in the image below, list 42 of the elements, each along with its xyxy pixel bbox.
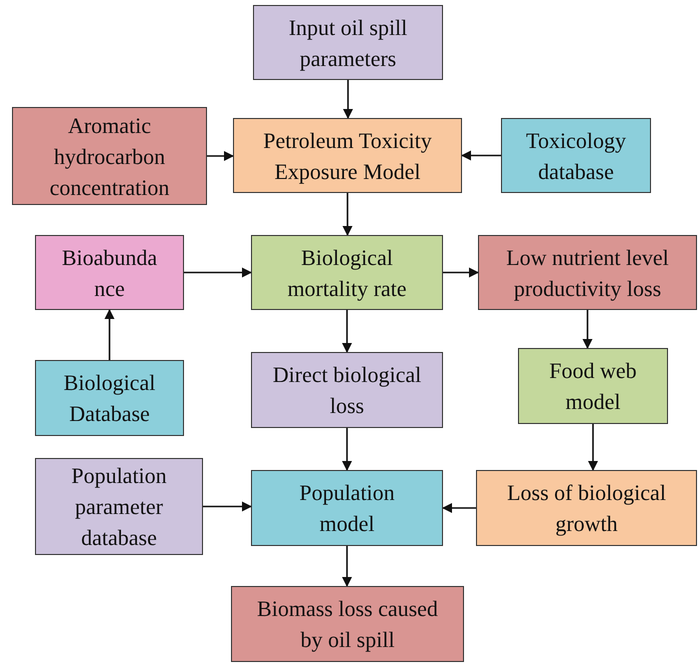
process-box [12, 107, 207, 205]
arrow [461, 150, 501, 160]
process-box [231, 586, 464, 662]
box-label: Population parameter database [70, 462, 168, 552]
process-box [501, 118, 651, 193]
arrow [342, 310, 352, 353]
box-label: Population model [298, 479, 396, 538]
process-box [233, 118, 462, 193]
process-box [251, 352, 443, 428]
process-box [35, 360, 184, 436]
box-label: Petroleum Toxicity Exposure Model [262, 126, 433, 186]
box-label: Low nutrient level productivity loss [505, 244, 670, 303]
arrow [184, 268, 252, 278]
arrow [104, 309, 114, 360]
box-label: Direct biological loss [272, 361, 422, 420]
box-label: Toxicology database [525, 126, 627, 186]
process-box [251, 470, 443, 546]
box-label: Aromatic hydrocarbon concentration [48, 112, 170, 202]
process-box [476, 470, 697, 546]
process-box [478, 235, 697, 310]
box-label: Food web model [548, 357, 638, 416]
box-label: Biological mortality rate [286, 244, 408, 303]
box-label: Biomass loss caused by oil spill [256, 595, 439, 654]
process-box [35, 235, 184, 310]
process-box [253, 5, 443, 80]
arrow [443, 268, 479, 278]
arrow [442, 503, 476, 513]
arrow [582, 310, 592, 349]
box-label: Input oil spill parameters [288, 14, 408, 73]
process-box [251, 235, 443, 310]
arrow [343, 80, 353, 119]
process-box [518, 348, 668, 424]
box-label: Bioabunda nce [60, 244, 158, 302]
arrow [588, 424, 598, 471]
arrow [203, 502, 252, 512]
arrow [342, 193, 352, 236]
arrow [342, 546, 352, 587]
box-label: Biological Database [62, 369, 156, 428]
process-box [35, 458, 203, 555]
box-label: Loss of biological growth [506, 479, 667, 538]
arrow [342, 428, 352, 471]
arrow [207, 151, 234, 161]
